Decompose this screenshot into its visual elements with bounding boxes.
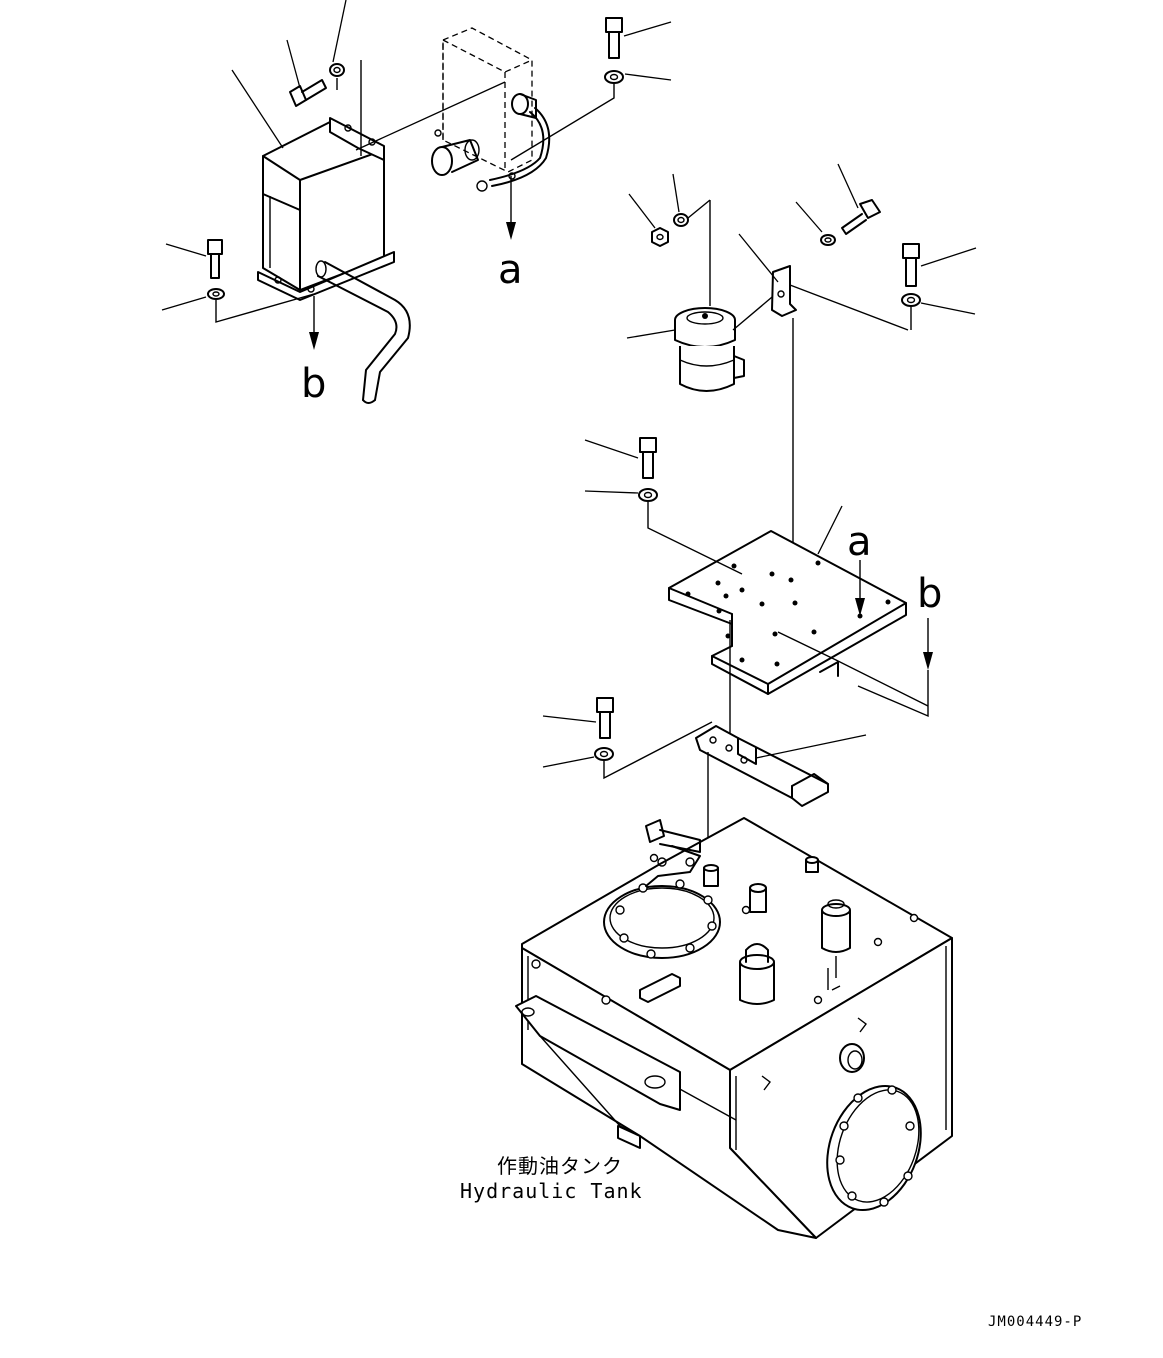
bolt-top-left — [286, 39, 327, 107]
drawing-code: JM004449-P — [988, 1314, 1082, 1330]
phantom-component-box — [355, 27, 551, 192]
washer-top-left — [329, 0, 362, 156]
breather-filter — [626, 200, 779, 392]
filter-bracket — [738, 233, 909, 331]
bolt-bracket — [837, 163, 881, 235]
callout-b-upper: b — [301, 361, 326, 407]
lower-bracket — [695, 725, 867, 807]
callout-a-upper: a — [498, 247, 523, 293]
hydraulic-tank — [515, 817, 953, 1239]
bolt-top-center — [605, 17, 672, 59]
caption-english: Hydraulic Tank — [460, 1179, 643, 1203]
callout-a-lower: a — [847, 519, 872, 565]
washer-left — [161, 288, 315, 323]
bolt-left — [165, 239, 223, 279]
arrow-b-lower — [857, 618, 933, 718]
washer-bracket — [795, 201, 836, 246]
washer-top-center — [510, 70, 672, 161]
callout-b-lower: b — [917, 571, 942, 617]
washer-lower — [542, 721, 713, 780]
arrow-b-upper — [309, 296, 319, 350]
arrow-a-upper — [506, 176, 516, 240]
washer-plate — [584, 488, 743, 575]
bolt-right — [902, 243, 977, 287]
cover-box-assembly — [231, 69, 411, 404]
washer-filter — [672, 173, 711, 227]
caption-japanese: 作動油タンク — [497, 1154, 623, 1178]
bolt-plate — [584, 437, 657, 479]
arrow-a-lower — [855, 560, 865, 616]
nut-filter — [628, 193, 669, 247]
bolt-lower — [542, 697, 614, 739]
washer-right — [901, 293, 976, 330]
mounting-plate — [668, 505, 929, 707]
